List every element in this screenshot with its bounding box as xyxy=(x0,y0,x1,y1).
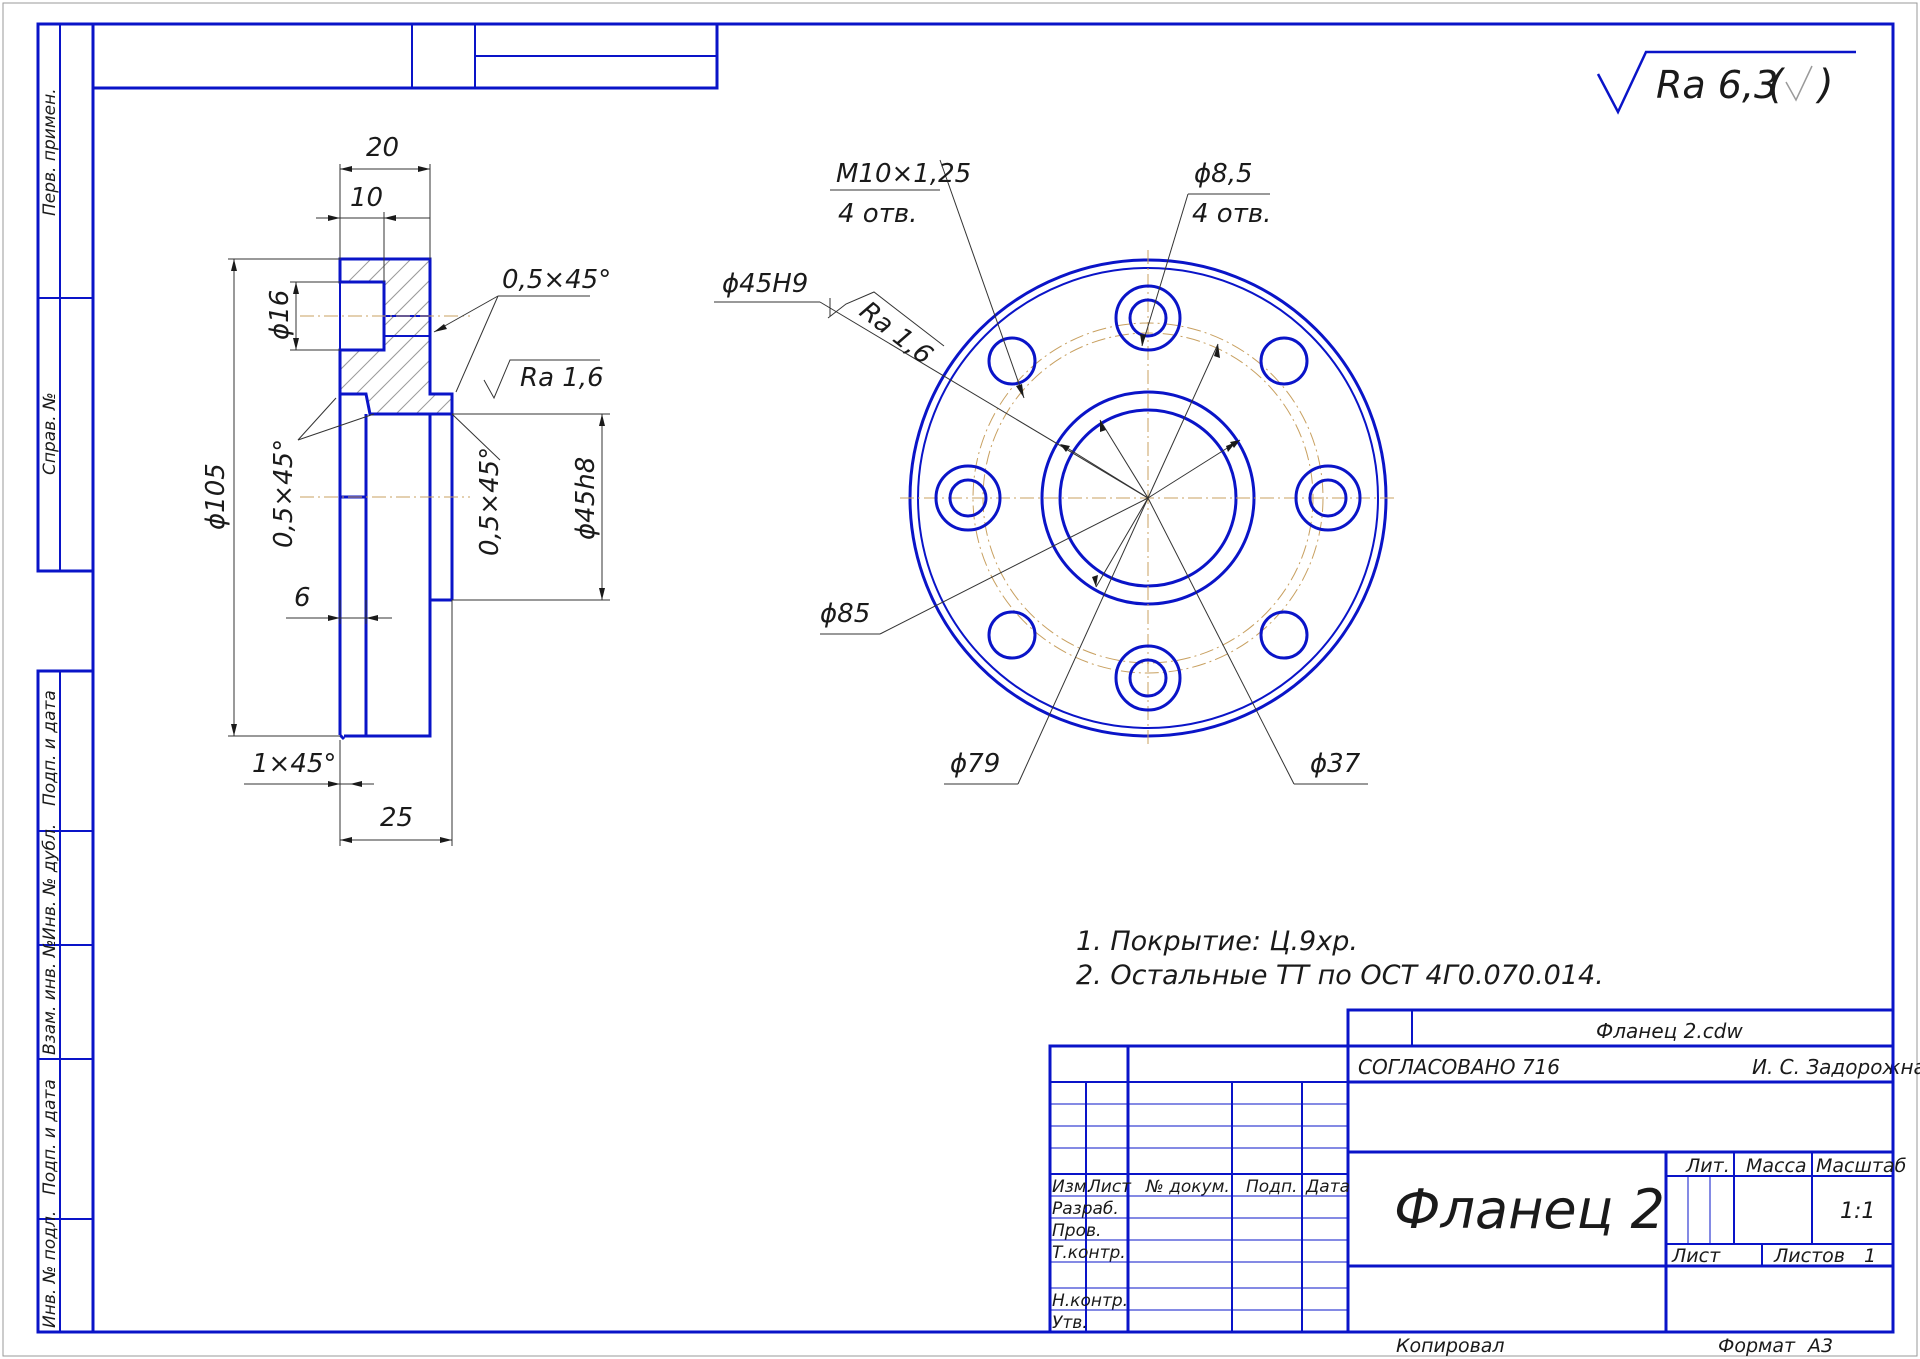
thread-hole-top xyxy=(1114,284,1182,352)
general-roughness-sign: Ra 6,3 ( ) xyxy=(1596,50,1856,115)
format-value: А3 xyxy=(1806,1335,1833,1357)
hdr-podp: Подп. xyxy=(1246,1177,1297,1197)
front-view: M10×1,25 4 отв. ϕ8,5 4 отв. ϕ45H9 Ra 1,6… xyxy=(714,159,1396,785)
bore-roughness: Ra 1,6 xyxy=(854,296,938,371)
dim-20: 20 xyxy=(366,133,399,163)
sheet-label: Лист xyxy=(1671,1245,1721,1267)
hole-top-left xyxy=(987,336,1037,386)
roughness-value: Ra 6,3 xyxy=(1656,63,1778,107)
thread-label: M10×1,25 xyxy=(836,159,971,189)
agreed-label: СОГЛАСОВАНО 716 xyxy=(1358,1055,1560,1079)
hdr-massa: Масса xyxy=(1746,1155,1807,1177)
row-razrab: Разраб. xyxy=(1052,1199,1119,1219)
hole-bottom-left xyxy=(987,610,1037,660)
note-1: 1. Покрытие: Ц.9хр. xyxy=(1076,926,1358,957)
hole-bottom-right xyxy=(1259,610,1309,660)
row-prov: Пров. xyxy=(1052,1221,1101,1241)
dim-chamfer-left: 0,5×45° xyxy=(269,439,299,548)
roughness-paren-close: ) xyxy=(1815,62,1834,108)
left-stamp-column: Перв. примен. Справ. № Подп. и дата Инв.… xyxy=(36,22,95,1334)
roughness-check-icon xyxy=(1785,65,1813,102)
scale-value: 1:1 xyxy=(1840,1199,1875,1224)
row-utv: Утв. xyxy=(1052,1313,1088,1333)
bore-label: ϕ45H9 xyxy=(722,269,808,299)
hole-top-right xyxy=(1259,336,1309,386)
technical-notes: 1. Покрытие: Ц.9хр. 2. Остальные ТТ по О… xyxy=(1076,926,1604,991)
hdr-doc: № докум. xyxy=(1145,1177,1230,1197)
part-name: Фланец 2 xyxy=(1394,1178,1665,1241)
hdr-list: Лист xyxy=(1087,1177,1132,1197)
dim-d37: ϕ37 xyxy=(1310,749,1361,779)
dim-d45h8: ϕ45h8 xyxy=(571,457,601,540)
hdr-izm: Изм. xyxy=(1052,1177,1092,1197)
dim-10: 10 xyxy=(350,183,383,213)
thread-hole-left xyxy=(934,464,1002,532)
author-name: И. С. Задорожная xyxy=(1752,1055,1920,1079)
top-stamp xyxy=(91,22,719,90)
dim-d85: ϕ85 xyxy=(820,599,870,629)
stamp-inv-dubl: Инв. № дубл. xyxy=(40,824,60,940)
section-view: 20 10 ϕ16 0,5×45° Ra 1,6 ϕ105 0,5×45° 0,… xyxy=(201,133,611,846)
dim-25: 25 xyxy=(380,803,413,833)
hdr-lit: Лит. xyxy=(1685,1155,1730,1177)
sheets-count: 1 xyxy=(1864,1245,1876,1267)
title-block: Фланец 2.cdw СОГЛАСОВАНО 716 И. С. Задор… xyxy=(1048,1008,1920,1357)
dim-d105: ϕ105 xyxy=(201,463,231,530)
dim-ra-1-6: Ra 1,6 xyxy=(520,363,604,393)
stamp-podp-data-1: Подп. и дата xyxy=(40,690,60,806)
dim-6: 6 xyxy=(294,583,311,613)
hole-label: ϕ8,5 xyxy=(1194,159,1253,189)
roughness-paren-open: ( xyxy=(1768,62,1786,108)
hdr-masshtab: Масштаб xyxy=(1816,1155,1907,1177)
stamp-inv-podl: Инв. № подл. xyxy=(40,1211,60,1328)
row-tkontr: Т.контр. xyxy=(1052,1243,1126,1263)
dim-chamfer-right: 0,5×45° xyxy=(475,447,505,556)
thread-count: 4 отв. xyxy=(838,199,917,229)
thread-hole-right xyxy=(1294,464,1362,532)
hole-count: 4 отв. xyxy=(1192,199,1271,229)
format-label: Формат xyxy=(1718,1335,1796,1357)
stamp-sprav-no: Справ. № xyxy=(40,392,60,475)
file-name: Фланец 2.cdw xyxy=(1596,1019,1743,1043)
stamp-vzam-inv: Взам. инв. № xyxy=(40,940,60,1055)
stamp-perv-primen: Перв. примен. xyxy=(40,88,60,216)
sheets-label: Листов xyxy=(1773,1245,1845,1267)
dim-d79: ϕ79 xyxy=(950,749,1000,779)
copied-label: Копировал xyxy=(1396,1335,1505,1357)
dim-1x45: 1×45° xyxy=(252,749,336,779)
row-nkontr: Н.контр. xyxy=(1052,1291,1128,1311)
note-2: 2. Остальные ТТ по ОСТ 4Г0.070.014. xyxy=(1076,960,1604,991)
stamp-podp-data-2: Подп. и дата xyxy=(40,1079,60,1195)
dim-d16: ϕ16 xyxy=(265,290,295,340)
hdr-data: Дата xyxy=(1305,1177,1350,1197)
thread-hole-bottom xyxy=(1114,644,1182,712)
dim-chamfer-top: 0,5×45° xyxy=(502,265,611,295)
